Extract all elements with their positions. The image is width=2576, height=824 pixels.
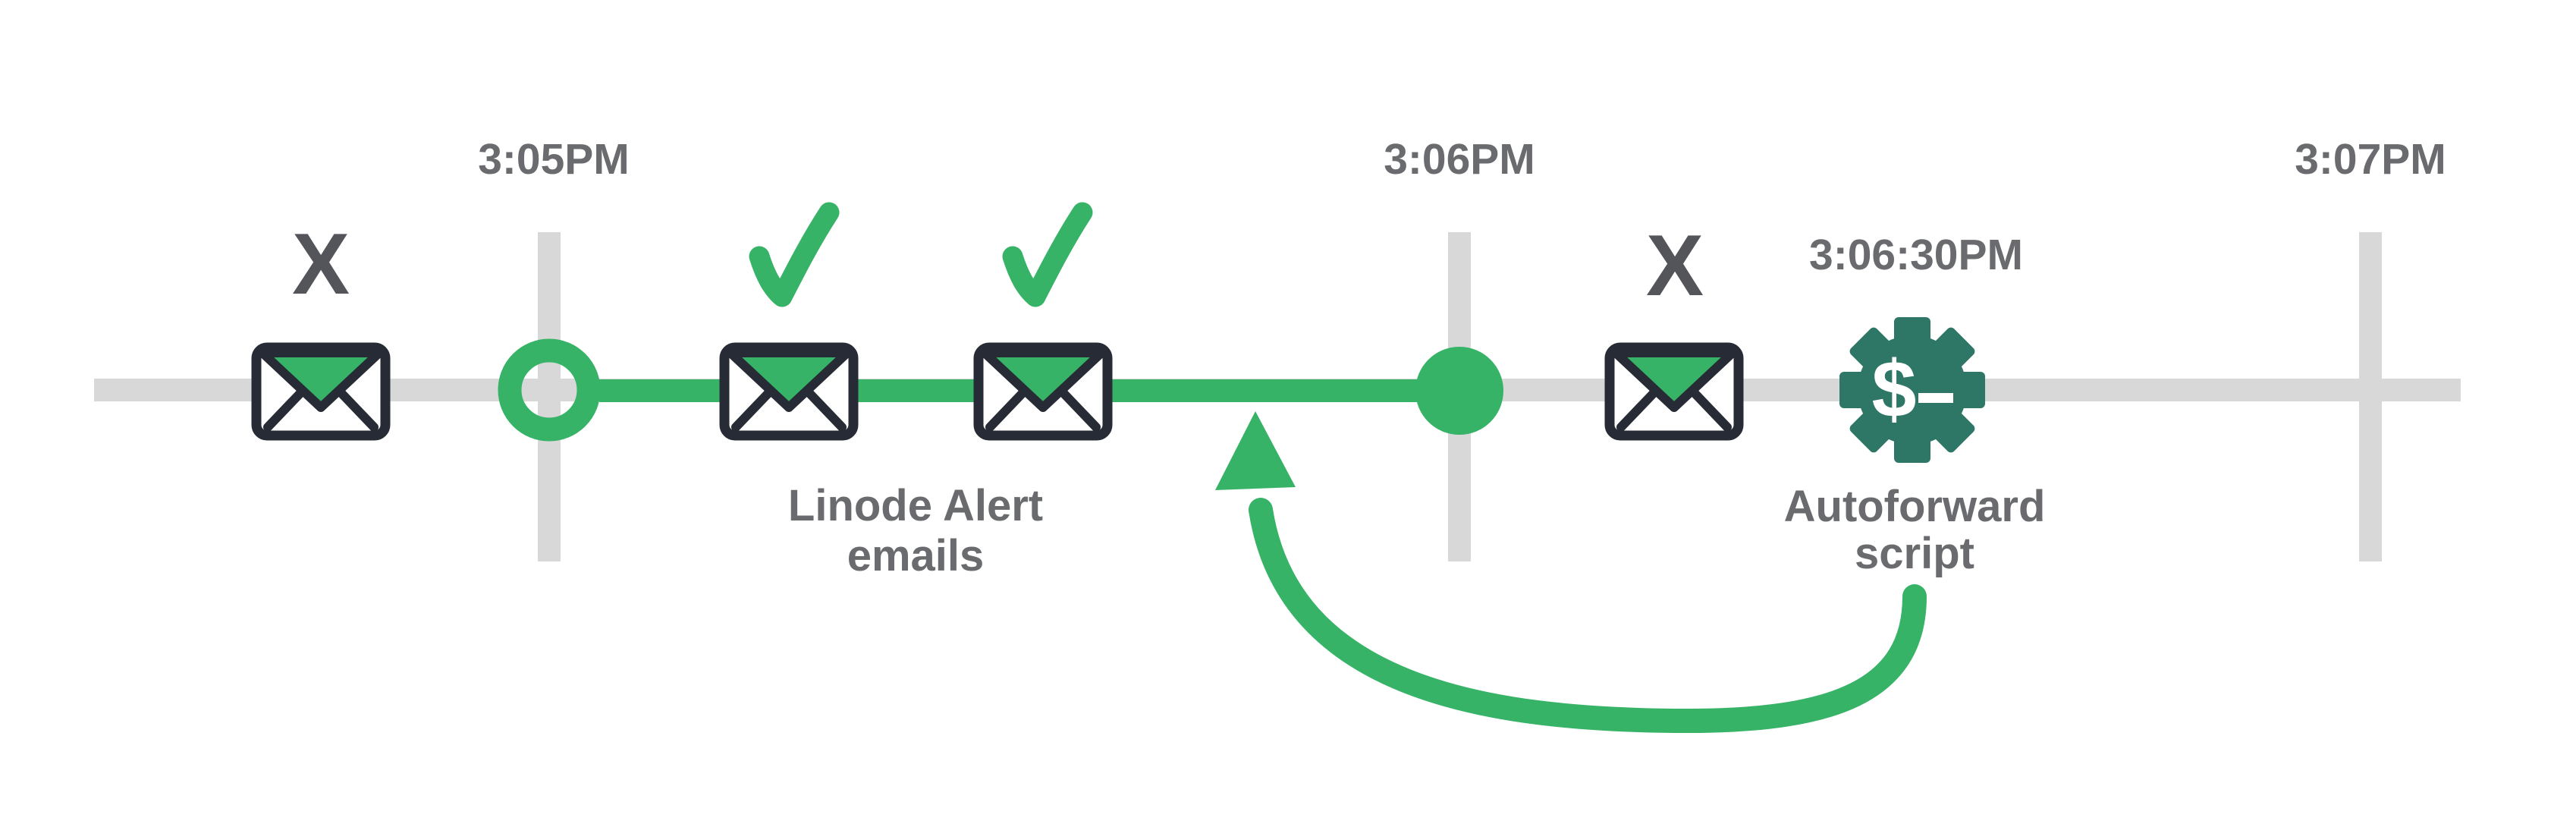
time-label-30630pm: 3:06:30PM (1809, 231, 2023, 279)
tick-305pm (538, 232, 561, 561)
end-dot-marker (1415, 347, 1503, 435)
start-ring-marker (498, 338, 601, 442)
tick-307pm (2359, 232, 2382, 561)
autoforward-arrow-shaft (1249, 498, 1927, 734)
time-label-305pm: 3:05PM (478, 135, 630, 184)
autoforward-arrowhead-icon (1215, 411, 1296, 490)
envelope-icon-missed-2 (1610, 348, 1739, 436)
time-label-307pm: 3:07PM (2295, 135, 2446, 184)
linode-alert-emails-label-line2: emails (847, 531, 985, 580)
time-label-306pm: 3:06PM (1384, 135, 1535, 184)
linode-alert-emails-label: Linode Alert emails (788, 481, 1043, 581)
autoforward-script-label-line2: script (1855, 529, 1974, 578)
autoforward-script-label-line1: Autoforward (1783, 482, 2046, 531)
autoforward-script-label: Autoforward script (1784, 483, 2046, 577)
gear-script-icon: $ (1839, 317, 1985, 463)
gear-underscore-glyph (1918, 393, 1953, 403)
checkmark-icon-1 (759, 212, 829, 297)
linode-alert-emails-label-line1: Linode Alert (787, 481, 1044, 530)
checkmark-icon-2 (1013, 212, 1082, 297)
envelope-icon-delivered-2 (979, 348, 1107, 436)
gear-dollar-glyph: $ (1872, 344, 1917, 434)
missed-x-mark-right: X (1645, 218, 1704, 314)
missed-x-mark-left: X (291, 216, 350, 313)
envelope-icon-delivered-1 (724, 348, 853, 436)
envelope-icon-missed-1 (256, 348, 385, 436)
